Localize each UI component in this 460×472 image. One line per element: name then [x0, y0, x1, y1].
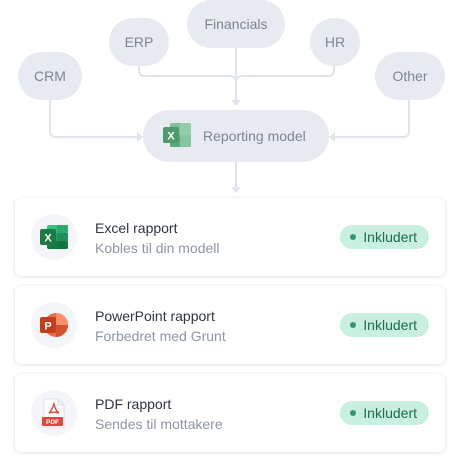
connector-lines: [49, 47, 410, 193]
output-card-pdf: PDF PDF rapport Sendes til mottakere Ink…: [15, 374, 445, 452]
svg-text:X: X: [44, 233, 52, 245]
status-dot: [350, 234, 357, 240]
output-title: PDF rapport: [95, 396, 172, 412]
output-subtitle: Kobles til din modell: [95, 240, 220, 256]
status-badge-label: Inkludert: [363, 317, 417, 333]
pdf-icon-wrap: PDF: [31, 390, 77, 436]
output-title: Excel rapport: [95, 220, 178, 236]
status-dot: [350, 322, 357, 328]
reporting-model-hub: X Reporting model: [143, 110, 329, 162]
source-erp-label: ERP: [124, 34, 154, 50]
source-erp: ERP: [109, 18, 169, 66]
source-crm: CRM: [18, 52, 82, 100]
source-financials: Financials: [187, 0, 285, 48]
status-badge-label: Inkludert: [363, 229, 417, 245]
excel-icon-wrap: X: [31, 214, 77, 260]
source-financials-label: Financials: [204, 16, 268, 32]
powerpoint-icon: P: [40, 313, 68, 337]
output-title: PowerPoint rapport: [95, 308, 215, 324]
powerpoint-icon-wrap: P: [31, 302, 77, 348]
source-other: Other: [375, 52, 445, 100]
output-card-excel: X Excel rapport Kobles til din modell In…: [15, 198, 445, 276]
status-badge: Inkludert: [340, 225, 429, 249]
excel-icon: X: [40, 225, 68, 249]
status-badge: Inkludert: [340, 401, 429, 425]
status-badge-label: Inkludert: [363, 405, 417, 421]
svg-text:P: P: [44, 321, 51, 333]
reporting-model-label: Reporting model: [203, 128, 306, 144]
excel-icon: X: [162, 122, 192, 151]
source-crm-label: CRM: [34, 68, 66, 84]
output-subtitle: Sendes til mottakere: [95, 416, 223, 432]
source-hr: HR: [310, 18, 360, 66]
status-dot: [350, 410, 357, 416]
pdf-icon: PDF: [42, 398, 65, 428]
data-flow-diagram: Financials ERP HR CRM Other X Reporting …: [0, 0, 460, 193]
output-subtitle: Forbedret med Grunt: [95, 328, 226, 344]
status-badge: Inkludert: [340, 313, 429, 337]
svg-text:PDF: PDF: [46, 419, 59, 426]
source-hr-label: HR: [324, 34, 346, 50]
svg-text:X: X: [167, 130, 175, 142]
source-other-label: Other: [392, 68, 428, 84]
output-card-powerpoint: P PowerPoint rapport Forbedret med Grunt…: [15, 286, 445, 364]
